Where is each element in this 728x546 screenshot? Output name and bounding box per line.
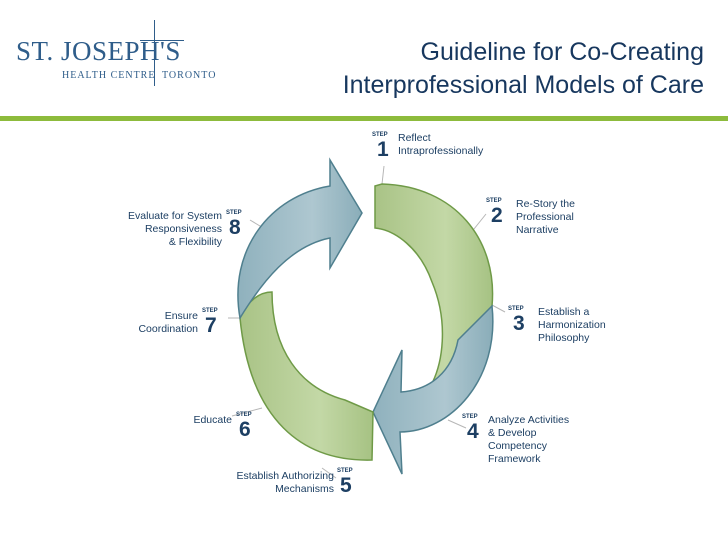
step-1-text-line: Reflect <box>398 132 431 144</box>
step-3-text-line: Harmonization <box>538 319 606 331</box>
step-4-number: 4 <box>467 420 479 443</box>
step-8-text-line: Responsiveness <box>144 223 222 235</box>
step-4-text-line: Competency <box>488 440 547 452</box>
step-5-text-line: Establish Authorizing <box>236 470 334 482</box>
step-8-text: Evaluate for System Responsiveness & Fle… <box>120 210 222 249</box>
logo-subtitle-toronto: TORONTO <box>162 70 217 81</box>
blue-arrow-lower-right <box>372 304 494 475</box>
step-8-label: STEP <box>226 210 242 216</box>
step-5-label: STEP <box>337 468 353 474</box>
step-6-number: 6 <box>239 418 251 441</box>
step-2-text: Re-Story the Professional Narrative <box>516 198 575 237</box>
step-2-number: 2 <box>491 204 503 227</box>
step-7-text-line: Ensure <box>164 310 198 322</box>
step-7-text-line: Coordination <box>138 323 198 335</box>
step-4-text-line: & Develop <box>488 427 537 439</box>
step-3-number: 3 <box>513 312 525 335</box>
step-8-text-line: & Flexibility <box>168 236 222 248</box>
blue-arrow-upper-left <box>237 157 363 321</box>
title-line-2: Interprofessional Models of Care <box>342 71 704 99</box>
step-3-text-line: Philosophy <box>538 332 590 344</box>
step-7-label: STEP <box>202 308 218 314</box>
step-3-text-line: Establish a <box>538 306 590 318</box>
title-line-1: Guideline for Co-Creating <box>420 38 704 66</box>
step-4-label: STEP <box>462 414 478 420</box>
step-3-label: STEP <box>508 306 524 312</box>
step-6-text: Educate <box>193 414 232 426</box>
step-6-label: STEP <box>236 412 252 418</box>
step-4-text-line: Analyze Activities <box>488 414 570 426</box>
green-arc-lower-left <box>239 291 374 461</box>
logo-name: ST. JOSEPH'S <box>16 36 181 66</box>
step-1-text-line: Intraprofessionally <box>398 145 484 157</box>
logo-cross-vertical <box>154 20 155 86</box>
step-3-text: Establish a Harmonization Philosophy <box>538 306 606 345</box>
step-2-text-line: Re-Story the <box>516 198 575 210</box>
step-1-label: STEP <box>372 132 388 138</box>
step-7-text: Ensure Coordination <box>126 310 198 336</box>
page-title: Guideline for Co-Creating Interprofessio… <box>343 36 704 102</box>
step-8-number: 8 <box>229 216 241 239</box>
step-5-number: 5 <box>340 474 352 497</box>
step-5-text-line: Mechanisms <box>275 483 334 495</box>
step-5-text: Establish Authorizing Mechanisms <box>224 470 334 496</box>
step-1-text: Reflect Intraprofessionally <box>398 132 483 158</box>
header-rule <box>0 116 728 121</box>
logo: ST. JOSEPH'S HEALTH CENTRE TORONTO <box>14 20 234 90</box>
logo-cross-horizontal <box>140 40 184 41</box>
step-1-number: 1 <box>377 138 389 161</box>
step-2-text-line: Professional <box>516 211 574 223</box>
step-4-text: Analyze Activities & Develop Competency … <box>488 414 569 466</box>
step-7-number: 7 <box>205 314 217 337</box>
step-2-text-line: Narrative <box>516 224 559 236</box>
logo-subtitle-health-centre: HEALTH CENTRE <box>62 70 156 81</box>
step-2-label: STEP <box>486 198 502 204</box>
step-8-text-line: Evaluate for System <box>128 210 222 222</box>
step-4-text-line: Framework <box>488 453 541 465</box>
